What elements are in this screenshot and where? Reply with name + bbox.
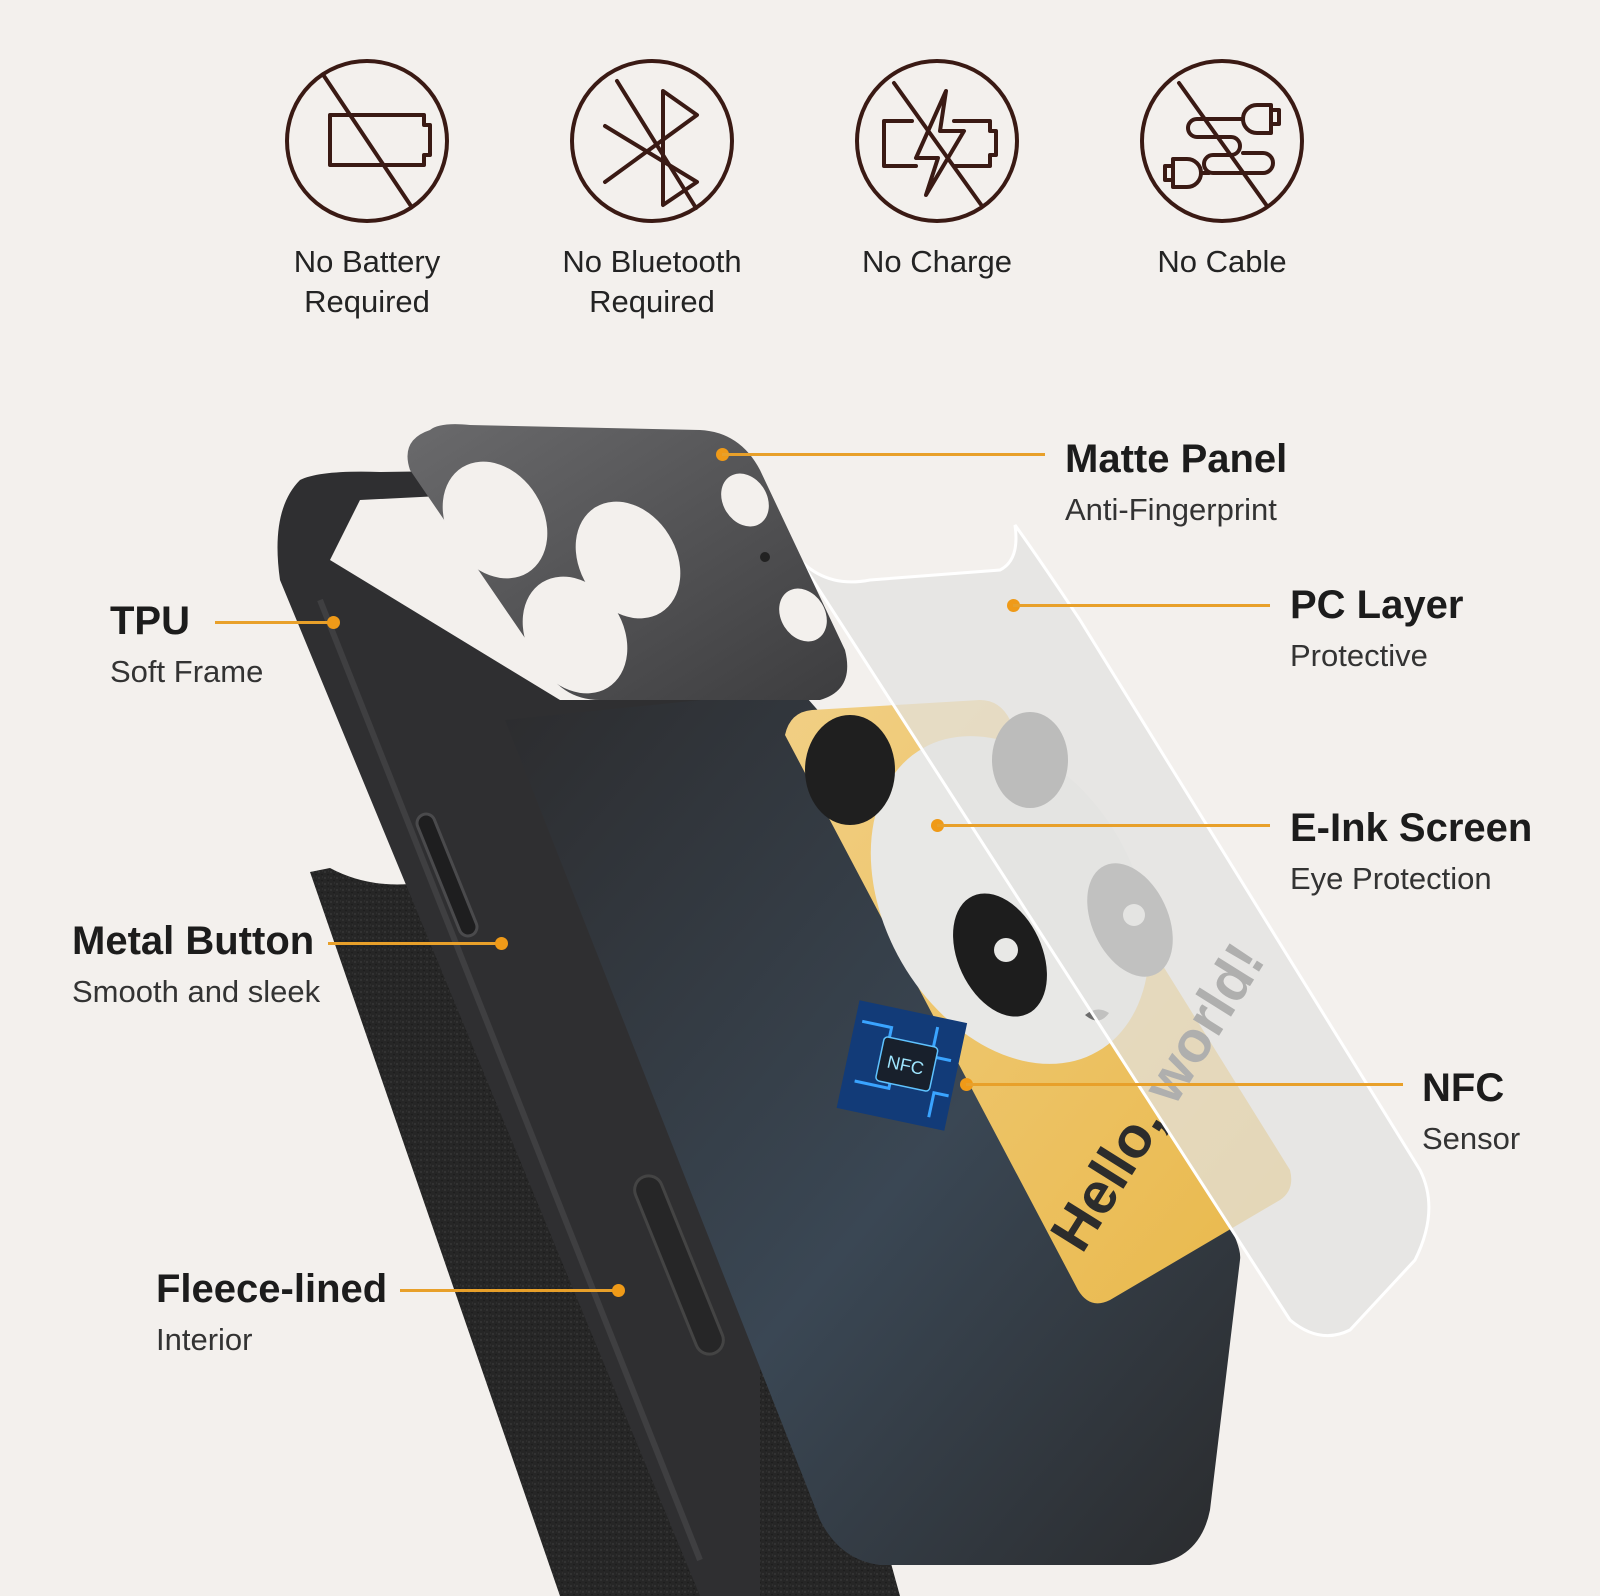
callout-metal-button: Metal Button Smooth and sleek — [72, 918, 320, 1012]
fleece-dot — [612, 1284, 625, 1297]
callout-title: Matte Panel — [1065, 437, 1288, 481]
callout-tpu: TPU Soft Frame — [110, 598, 263, 692]
pc-layer-leader — [1013, 604, 1270, 607]
no-bluetooth-icon — [570, 59, 734, 223]
nfc-chip: NFC — [836, 1000, 968, 1131]
callout-matte-panel: Matte Panel Anti-Fingerprint — [1065, 436, 1287, 530]
callout-subtitle: Smooth and sleek — [72, 974, 321, 1009]
callout-subtitle: Sensor — [1422, 1121, 1521, 1156]
eink-screen-leader — [937, 824, 1270, 827]
callout-title: TPU — [110, 599, 190, 643]
callout-title: PC Layer — [1290, 583, 1464, 627]
feature-label: No Battery Required — [293, 244, 441, 319]
feature-label: No Bluetooth Required — [562, 244, 742, 319]
feature-no-charge: No Charge — [827, 58, 1047, 282]
callout-subtitle: Interior — [156, 1322, 253, 1357]
callout-title: Fleece-lined — [156, 1267, 388, 1311]
pc-layer-illustration — [788, 524, 1431, 1338]
callout-title: E-Ink Screen — [1290, 806, 1533, 850]
back-shell — [505, 690, 1241, 1565]
callout-pc-layer: PC Layer Protective — [1290, 582, 1463, 676]
callout-fleece: Fleece-lined Interior — [156, 1266, 387, 1360]
matte-camera-panel — [407, 424, 848, 700]
callout-nfc: NFC Sensor — [1422, 1065, 1520, 1159]
feature-label: No Charge — [862, 244, 1012, 279]
no-battery-icon — [285, 59, 449, 223]
nfc-leader — [966, 1083, 1403, 1086]
metal-button-dot — [495, 937, 508, 950]
callout-title: Metal Button — [72, 919, 315, 963]
callout-title: NFC — [1422, 1066, 1505, 1110]
metal-button-leader — [328, 942, 498, 945]
feature-no-battery: No Battery Required — [257, 58, 477, 322]
callout-subtitle: Protective — [1290, 638, 1428, 673]
callout-subtitle: Soft Frame — [110, 654, 264, 689]
feature-no-cable: No Cable — [1112, 58, 1332, 282]
tpu-leader — [215, 621, 330, 624]
feature-label: No Cable — [1157, 244, 1287, 279]
no-charge-icon — [855, 59, 1019, 223]
tpu-dot — [327, 616, 340, 629]
no-cable-icon — [1140, 59, 1304, 223]
callout-subtitle: Eye Protection — [1290, 861, 1492, 896]
feature-no-bluetooth: No Bluetooth Required — [542, 58, 762, 322]
fleece-leader — [400, 1289, 618, 1292]
matte-panel-leader — [722, 453, 1045, 456]
callout-subtitle: Anti-Fingerprint — [1065, 492, 1277, 527]
callout-eink-screen: E-Ink Screen Eye Protection — [1290, 805, 1532, 899]
